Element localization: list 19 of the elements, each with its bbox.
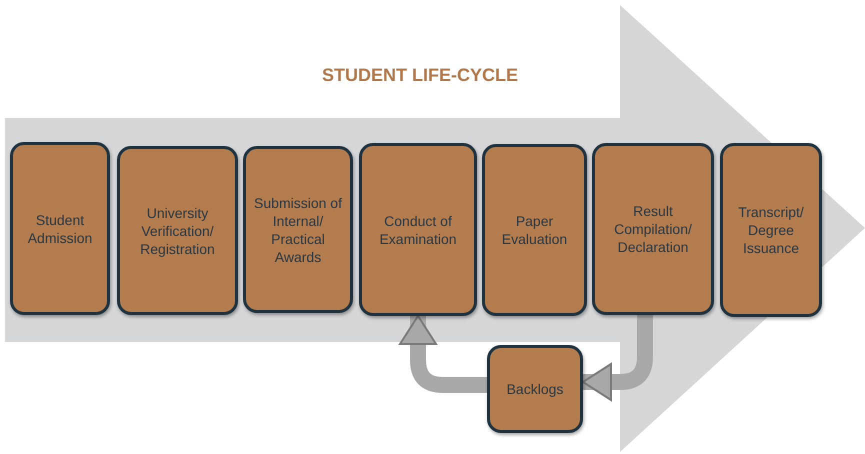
box-label: Backlogs	[506, 380, 564, 398]
box-label: Submission of Internal/ Practical Awards	[253, 194, 343, 266]
process-box	[720, 143, 822, 317]
u-turn-arrow	[582, 315, 653, 401]
box-label: Transcript/ Degree Issuance	[737, 203, 805, 257]
process-box	[592, 143, 714, 315]
u-turn-arrow	[399, 315, 487, 393]
process-box	[243, 146, 353, 313]
box-label: Paper Evaluation	[500, 212, 568, 248]
title: STUDENT LIFE-CYCLE	[321, 64, 519, 87]
process-box	[482, 144, 587, 316]
box-label: Result Compilation/ Declaration	[613, 202, 693, 256]
box-label: University Verification/ Registration	[139, 204, 216, 258]
process-box	[10, 142, 110, 315]
process-box	[487, 345, 583, 433]
process-box	[117, 146, 238, 315]
box-label: Student Admission	[26, 210, 94, 246]
box-label: Conduct of Examination	[378, 212, 458, 248]
process-box	[359, 143, 477, 316]
